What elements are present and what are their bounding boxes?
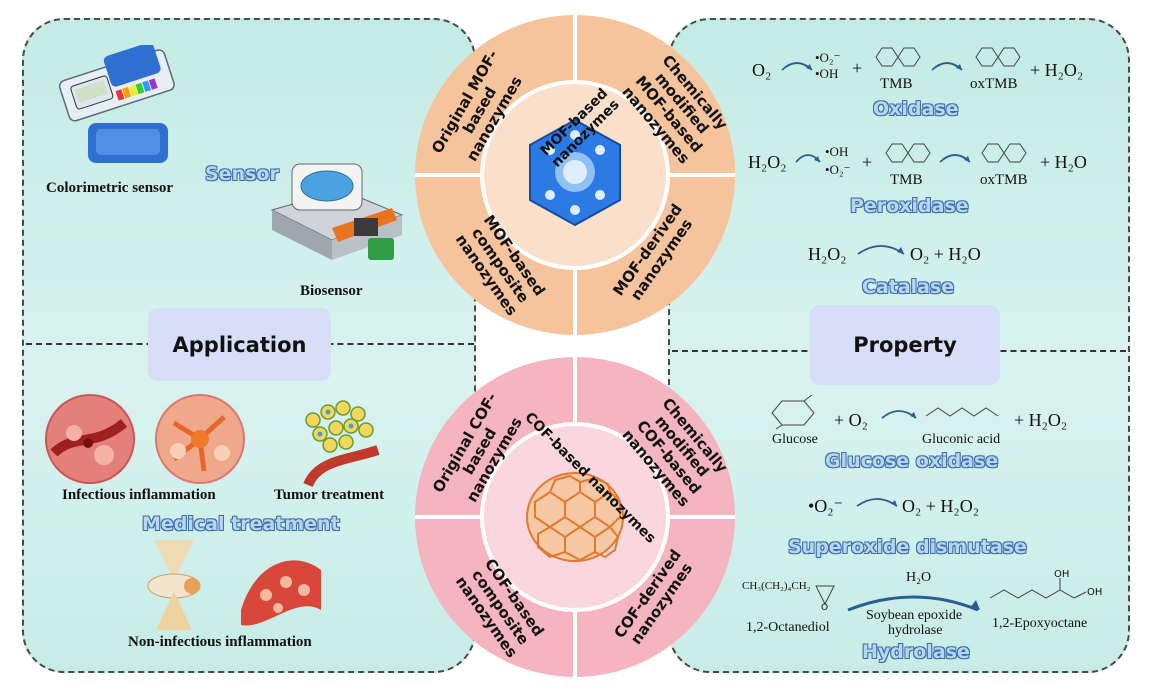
glucose-plus-o2: + O₂	[834, 410, 868, 430]
sod-arrow-icon	[856, 498, 898, 507]
epoxide-ring-icon: O	[815, 585, 835, 612]
medical-treatment-title: Medical treatment	[142, 513, 340, 535]
biosensor-label: Biosensor	[300, 283, 363, 299]
diol-oh1-text: OH	[1054, 569, 1069, 580]
hydrolase-right-label: 1,2-Epoxyoctane	[992, 616, 1088, 631]
glucose-oxidase-arrow-icon	[881, 410, 917, 419]
biosensor-image	[270, 163, 404, 260]
non-infectious-inflammation-image	[241, 560, 321, 626]
oxidase-arrow-icon	[781, 62, 813, 71]
oxtmb-molecule-icon	[975, 47, 1021, 67]
oxidase-ros1: •O₂⁻	[815, 50, 841, 65]
property-header: Property	[810, 305, 1000, 385]
oxidase-oxtmb: oxTMB	[970, 76, 1018, 92]
hydrolase-enzyme-l1: Soybean epoxide	[866, 608, 963, 623]
colorimetric-sensor-image	[58, 45, 175, 163]
peroxidase-tmb: TMB	[890, 172, 923, 188]
peroxidase-plus: +	[862, 152, 873, 172]
tmb-molecule-icon	[875, 47, 921, 67]
oxidase-name: Oxidase	[873, 98, 959, 120]
peroxidase-ros1: •OH	[825, 144, 849, 159]
infectious-inflammation-label: Infectious inflammation	[62, 487, 216, 503]
oxidase-plus: +	[852, 58, 863, 78]
glucose-molecule-icon	[771, 394, 815, 430]
peroxidase-oxtmb: oxTMB	[980, 172, 1028, 188]
colorimetric-sensor-label: Colorimetric sensor	[46, 180, 174, 196]
tumor-treatment-image	[303, 400, 380, 488]
oxidase-tmb: TMB	[880, 76, 913, 92]
hydrolase-name: Hydrolase	[862, 641, 970, 663]
peroxidase-tmb-molecule-icon	[885, 143, 931, 163]
peroxidase-lhs: H₂O₂	[748, 152, 787, 172]
glucose-oxidase-product: + H₂O₂	[1014, 410, 1068, 430]
sensor-title: Sensor	[205, 163, 279, 185]
peroxidase-product: + H₂O	[1040, 152, 1087, 172]
joint-image	[147, 540, 201, 630]
sod-rhs: O₂ + H₂O₂	[902, 496, 979, 516]
oxidase-product: + H₂O₂	[1030, 60, 1084, 80]
catalase-name: Catalase	[862, 276, 955, 298]
hydrolase-formula: CH₃(CH₂)₄CH₂	[742, 580, 811, 592]
infectious-inflammation-image-1	[45, 394, 135, 484]
peroxidase-oxtmb-molecule-icon	[981, 143, 1027, 163]
oxidase-ros2: •OH	[815, 66, 839, 81]
peroxidase-arrow2-icon	[939, 154, 971, 163]
cof-nanozyme-circle	[415, 357, 735, 677]
mof-nanozyme-circle	[415, 15, 735, 335]
cof-framework-icon	[526, 472, 624, 562]
non-infectious-inflammation-label: Non-infectious inflammation	[128, 634, 312, 650]
hydrolase-water: H₂O	[906, 570, 932, 585]
gluconic-acid-label: Gluconic acid	[922, 432, 1001, 447]
hydrolase-left-label: 1,2-Octanediol	[746, 620, 830, 635]
infectious-inflammation-image-2	[155, 394, 245, 484]
peroxidase-name: Peroxidase	[850, 195, 969, 217]
diol-oh2-text: OH	[1087, 587, 1102, 598]
application-header: Application	[148, 308, 331, 381]
oxidase-lhs: O₂	[752, 60, 772, 80]
catalase-lhs: H₂O₂	[808, 244, 847, 264]
hydrolase-enzyme-l2: hydrolase	[888, 623, 943, 638]
peroxidase-ros2: •O₂⁻	[825, 162, 851, 177]
hydrolase-arrow-icon	[847, 595, 980, 612]
sod-name: Superoxide dismutase	[788, 536, 1027, 558]
gluconic-acid-molecule-icon	[925, 407, 999, 417]
oxidase-arrow2-icon	[931, 62, 963, 71]
glucose-label: Glucose	[772, 432, 818, 447]
epoxide-o-text: O	[821, 603, 828, 612]
sod-lhs: •O₂⁻	[808, 496, 844, 516]
catalase-rhs: O₂ + H₂O	[910, 244, 981, 264]
glucose-oxidase-name: Glucose oxidase	[825, 450, 999, 472]
catalase-arrow-icon	[857, 245, 905, 255]
diol-molecule-icon: OH OH	[989, 569, 1102, 599]
peroxidase-arrow-icon	[795, 154, 821, 163]
tumor-treatment-label: Tumor treatment	[274, 487, 385, 503]
